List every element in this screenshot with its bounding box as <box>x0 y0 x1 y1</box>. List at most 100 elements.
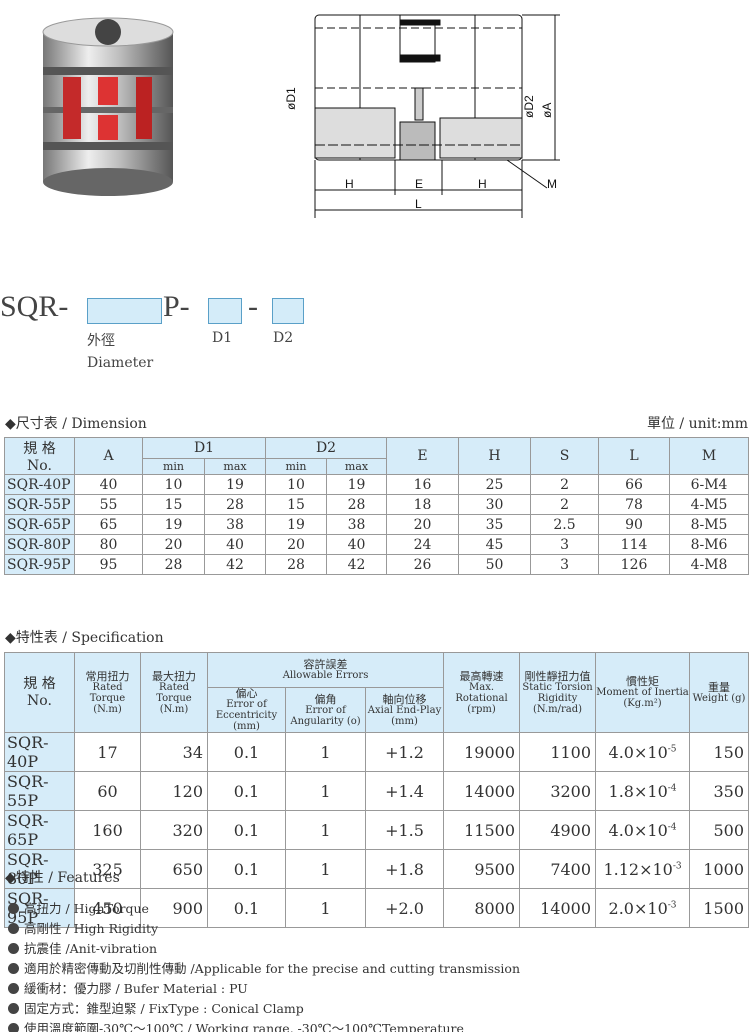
cell: 28 <box>326 494 388 515</box>
bullet-icon <box>8 1023 19 1032</box>
features-title: ◆特性 / Features <box>5 870 120 886</box>
cell: 15 <box>265 494 328 515</box>
label-e: E <box>415 177 423 191</box>
cell: 2.5 <box>530 514 600 535</box>
cell: 9500 <box>443 849 521 889</box>
cell: 2 <box>530 474 600 495</box>
cell: 90 <box>598 514 671 535</box>
cell: 114 <box>598 534 671 555</box>
cell: 50 <box>458 554 532 575</box>
cell: 15 <box>142 494 205 515</box>
label-a: øA <box>540 103 554 118</box>
cell: 1.12×10-3 <box>595 849 691 889</box>
cell: 26 <box>386 554 460 575</box>
cell: 3 <box>530 554 600 575</box>
cell: 500 <box>689 810 749 850</box>
header-s: S <box>530 437 600 475</box>
cell: SQR-65P <box>4 810 75 850</box>
cell: 160 <box>74 810 141 850</box>
label-d2: D2 <box>273 330 294 346</box>
cell: 19000 <box>443 732 521 772</box>
cell: 19 <box>265 514 328 535</box>
cell: 34 <box>140 732 208 772</box>
cell: 8-M6 <box>669 534 749 555</box>
cell: 80 <box>74 534 143 555</box>
cell: 1 <box>285 771 366 811</box>
cell: 20 <box>265 534 328 555</box>
dimension-title: ◆尺寸表 / Dimension <box>5 416 147 432</box>
cell: 10 <box>265 474 328 495</box>
cell: 66 <box>598 474 671 495</box>
feature-item: 高剛性 / High Rigidity <box>8 918 520 938</box>
cell: 11500 <box>443 810 521 850</box>
bullet-icon <box>8 903 19 914</box>
label-h-left: H <box>345 177 354 191</box>
header-a: A <box>74 437 143 475</box>
cell: 2.0×10-3 <box>595 888 691 928</box>
cell: 19 <box>203 474 267 495</box>
cell: +1.8 <box>364 849 445 889</box>
cell: 18 <box>386 494 460 515</box>
cell: 38 <box>203 514 267 535</box>
cell: 65 <box>74 514 143 535</box>
cell: 120 <box>140 771 208 811</box>
cell: 1.8×10-4 <box>595 771 691 811</box>
cell: 28 <box>203 494 267 515</box>
unit-label: 單位 / unit:mm <box>646 416 748 432</box>
cell: 45 <box>458 534 532 555</box>
cell: 35 <box>458 514 532 535</box>
label-d2: øD2 <box>522 95 536 118</box>
cell: 1 <box>285 732 366 772</box>
cell: 1000 <box>689 849 749 889</box>
cell: 24 <box>386 534 460 555</box>
bullet-icon <box>8 963 19 974</box>
coupling-photo <box>42 17 174 196</box>
cell: 126 <box>598 554 671 575</box>
cell: 2 <box>530 494 600 515</box>
diameter-box <box>87 298 162 324</box>
cell: +1.4 <box>364 771 445 811</box>
cell: SQR-55P <box>4 494 75 515</box>
cell: 150 <box>689 732 749 772</box>
bullet-icon <box>8 943 19 954</box>
cell: SQR-65P <box>4 514 75 535</box>
cell: +2.0 <box>364 888 445 928</box>
cell: 8-M5 <box>669 514 749 535</box>
cell: 28 <box>142 554 205 575</box>
feature-item: 使用溫度範圍-30℃～100℃ / Working range, -30℃～10… <box>8 1018 520 1032</box>
cell: 3200 <box>519 771 597 811</box>
cell: SQR-95P <box>4 554 75 575</box>
bullet-icon <box>8 923 19 934</box>
d1-box <box>208 298 242 324</box>
cell: SQR-55P <box>4 771 75 811</box>
cell: 0.1 <box>207 849 286 889</box>
cell: 55 <box>74 494 143 515</box>
cell: 14000 <box>519 888 597 928</box>
bullet-icon <box>8 983 19 994</box>
cell: 900 <box>140 888 208 928</box>
cell: 0.1 <box>207 732 286 772</box>
cell: 38 <box>326 514 388 535</box>
cell: SQR-80P <box>4 534 75 555</box>
cell: 19 <box>142 514 205 535</box>
technical-drawing: H E H L M øD1 øD2 øA <box>285 14 560 218</box>
cell: 10 <box>142 474 205 495</box>
cell: 40 <box>326 534 388 555</box>
cell: 0.1 <box>207 771 286 811</box>
cell: 450 <box>74 888 141 928</box>
cell: 1500 <box>689 888 749 928</box>
cell: 20 <box>142 534 205 555</box>
code-mid: P- <box>163 290 190 323</box>
cell: 42 <box>326 554 388 575</box>
